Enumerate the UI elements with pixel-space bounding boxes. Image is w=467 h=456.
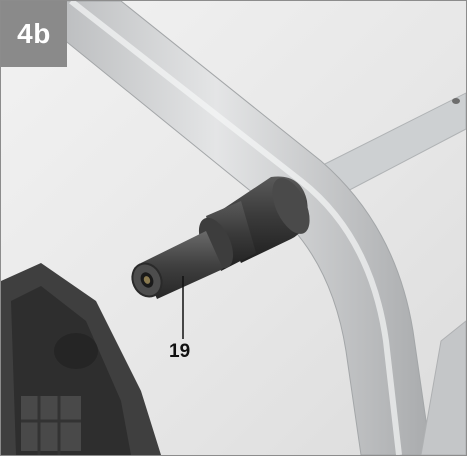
clamping-knob: [131, 176, 310, 299]
callout-number-label: 19: [169, 341, 191, 362]
lower-frame-tube: [420, 320, 466, 455]
step-badge: 4b: [1, 1, 67, 67]
